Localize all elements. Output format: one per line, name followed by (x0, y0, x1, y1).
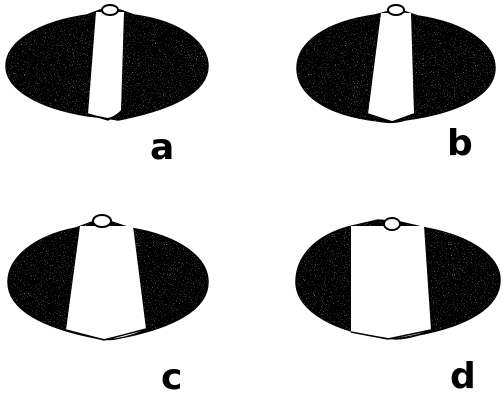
pore-a (102, 5, 118, 15)
panel-c (8, 215, 208, 340)
clear-band-c (66, 226, 146, 339)
pore-b (388, 5, 404, 15)
panel-label-c: c (161, 360, 182, 396)
panel-label-a: a (150, 130, 174, 166)
panel-d (296, 218, 500, 339)
panel-b (297, 5, 495, 122)
panel-a (6, 5, 208, 120)
pore-d (384, 218, 400, 230)
pore-c (93, 215, 111, 227)
panel-label-b: b (447, 126, 473, 162)
clear-band-d (351, 226, 431, 338)
panel-label-d: d (450, 359, 476, 395)
